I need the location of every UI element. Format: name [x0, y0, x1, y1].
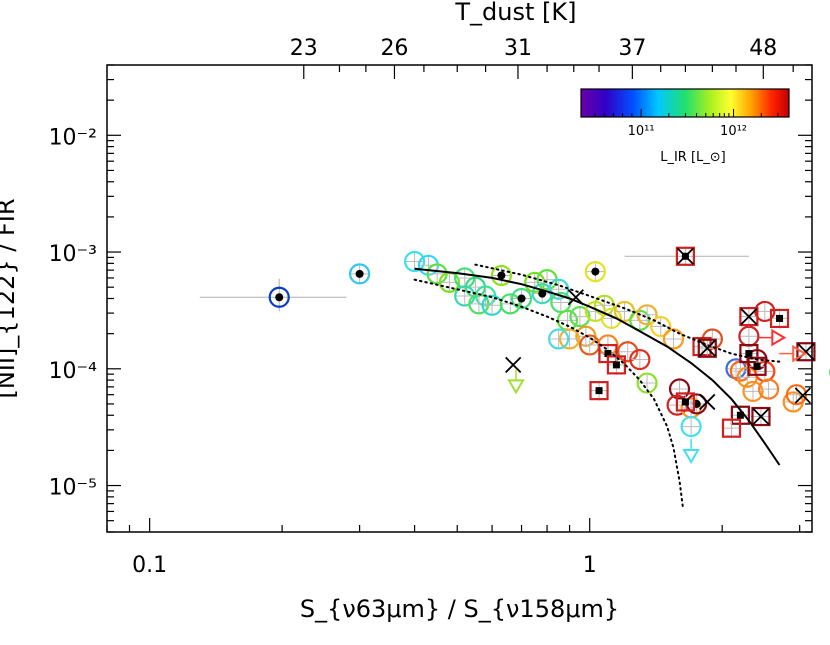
data-point-circle	[742, 380, 764, 403]
data-point-circle	[403, 250, 426, 273]
data-point-center-dot	[745, 350, 753, 358]
y-axis-title: [NII]_{122} / FIR	[0, 198, 20, 398]
data-point-center-dot	[355, 269, 364, 278]
data-point-center-dot	[612, 361, 620, 369]
data-point-square	[721, 418, 742, 438]
cross-mark	[794, 387, 811, 404]
x-axis-title: S_{ν63μm} / S_{ν158μm}	[300, 595, 619, 623]
data-point-circle	[617, 341, 639, 363]
data-point-square	[675, 392, 696, 412]
lower-limit-arrow	[792, 344, 808, 363]
top-tick-label: 37	[618, 36, 646, 61]
data-point-square	[739, 306, 759, 327]
colorbar-label: L_IR [L_⊙]	[660, 150, 726, 165]
x-tick-label: 1	[583, 553, 597, 578]
data-point-center-dot	[604, 350, 612, 358]
data-point-circle	[650, 315, 672, 338]
data-point-circle	[268, 286, 290, 308]
data-point-center-dot	[591, 267, 600, 276]
colorbar-tick-label: 10¹²	[720, 124, 747, 139]
data-point-circle	[680, 415, 702, 438]
data-point-circle	[548, 328, 570, 350]
data-point-square	[769, 308, 790, 329]
data-point-center-dot	[517, 294, 526, 303]
top-tick-label: 23	[290, 36, 318, 61]
data-point-circle	[510, 287, 533, 310]
cross-mark	[567, 289, 584, 306]
plot-area	[107, 65, 812, 532]
data-point-circle	[754, 300, 776, 323]
model-curves	[413, 263, 781, 510]
data-point-circle	[524, 271, 546, 293]
cross-mark	[740, 307, 758, 326]
lower-limit-arrow	[771, 328, 787, 347]
data-point-circle	[600, 307, 622, 330]
data-point-square	[675, 246, 696, 266]
model-curve-solid	[414, 267, 781, 466]
upper-limit-arrow	[507, 379, 525, 395]
data-point-center-dot	[538, 289, 547, 298]
top-axis-title: T_dust [K]	[454, 0, 576, 26]
data-point-circle	[636, 372, 658, 394]
cross-mark	[699, 393, 716, 411]
cross-mark	[698, 339, 716, 357]
colorbar: 10¹¹ 10¹² L_IR [L_⊙]	[580, 88, 790, 165]
data-point-circle	[548, 278, 570, 300]
y-tick-label: 10⁻²	[49, 125, 97, 150]
y-tick-label: 10⁻⁵	[49, 476, 97, 501]
cross-mark	[676, 247, 695, 265]
y-tick-label: 10⁻³	[49, 242, 97, 267]
colorbar-tick-label: 10¹¹	[628, 124, 655, 139]
data-point-circle	[758, 378, 780, 400]
plot-background	[107, 65, 812, 532]
data-point-circle	[668, 378, 691, 400]
top-tick-label: 26	[380, 36, 408, 61]
data-point-circle	[349, 263, 371, 285]
data-point-center-dot	[736, 411, 744, 419]
data-point-circle	[629, 348, 651, 371]
y-tick-label: 10⁻⁴	[49, 359, 98, 384]
top-tick-label: 48	[749, 36, 777, 61]
data-point-center-dot	[497, 271, 506, 280]
data-point-square	[589, 381, 609, 401]
axes: 0.1 1 23 26 31 37 48 10⁻² 10⁻³ 10⁻⁴ 10⁻⁵ S_{ν63μm} …	[0, 0, 813, 623]
data-point-circle	[499, 293, 521, 315]
colorbar-gradient	[580, 88, 790, 118]
data-point-circle	[490, 264, 513, 287]
model-curve-dotted	[474, 263, 781, 363]
x-tick-label: 0.1	[132, 553, 167, 578]
model-curve-dotted	[413, 278, 685, 510]
data-point-square	[751, 406, 771, 427]
data-point-circle	[584, 260, 606, 283]
data-point-center-dot	[275, 293, 284, 302]
cross-mark	[505, 356, 522, 374]
data-point-circle	[569, 305, 591, 328]
data-point-circle	[636, 304, 658, 326]
data-point-center-dot	[776, 314, 784, 322]
data-point-square	[606, 355, 627, 375]
top-tick-label: 31	[504, 36, 532, 61]
upper-limit-arrow	[682, 448, 700, 464]
data-point-circle	[629, 309, 651, 331]
cross-mark	[752, 407, 770, 426]
data-point-center-dot	[753, 362, 761, 370]
data-point-square	[747, 356, 767, 376]
data-point-center-dot	[595, 387, 603, 395]
data-point-center-dot	[681, 398, 689, 406]
data-point-square	[796, 342, 816, 362]
